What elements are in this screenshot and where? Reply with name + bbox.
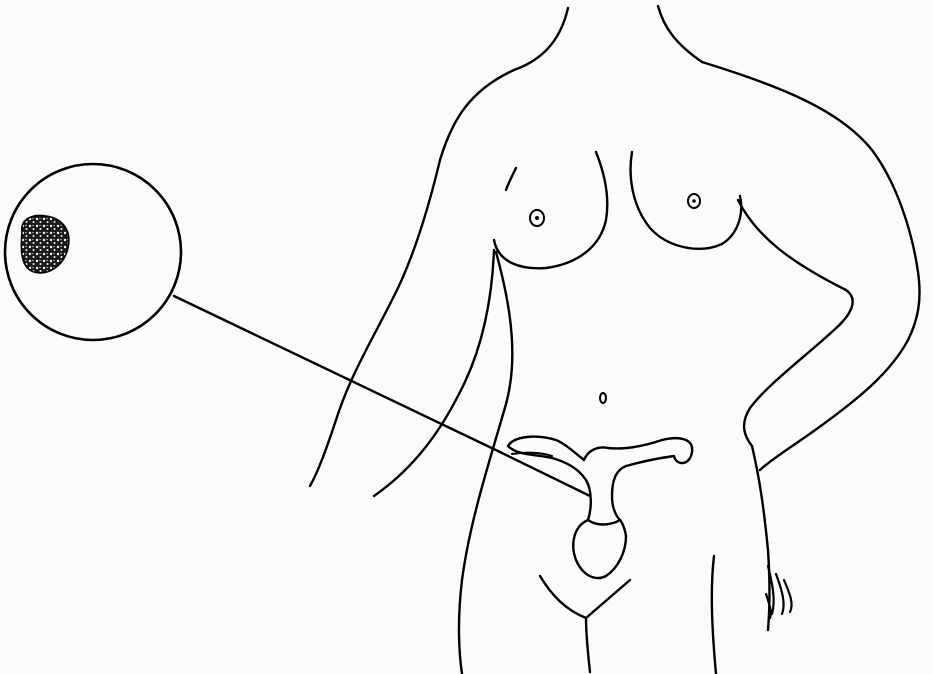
right-forearm — [760, 340, 908, 470]
bladder-outline — [573, 520, 626, 578]
magnified-inset — [5, 164, 181, 340]
pointer-line — [174, 296, 590, 496]
torso-outline — [310, 6, 920, 674]
right-nipple-center — [692, 199, 696, 203]
neck-left-line — [514, 8, 568, 70]
reproductive-organs — [508, 437, 692, 578]
left-nipple-center — [535, 216, 539, 220]
left-breast-outline — [494, 152, 607, 268]
right-shoulder — [702, 62, 920, 340]
left-arm-inner — [374, 250, 494, 496]
pubic-line — [540, 576, 630, 618]
breasts — [494, 152, 741, 268]
right-hip-line — [752, 446, 770, 630]
navel — [600, 393, 606, 403]
endometriosis-lesion — [21, 216, 69, 273]
left-arm-outer — [310, 70, 514, 486]
right-torso-side — [738, 200, 853, 446]
inner-thigh-line — [586, 618, 590, 672]
uterus-and-fallopian-tubes — [508, 437, 692, 525]
right-breast-outline — [631, 152, 742, 249]
left-armpit-mark — [506, 168, 516, 190]
neck-right-line — [658, 6, 702, 62]
right-thigh-line — [712, 556, 716, 674]
